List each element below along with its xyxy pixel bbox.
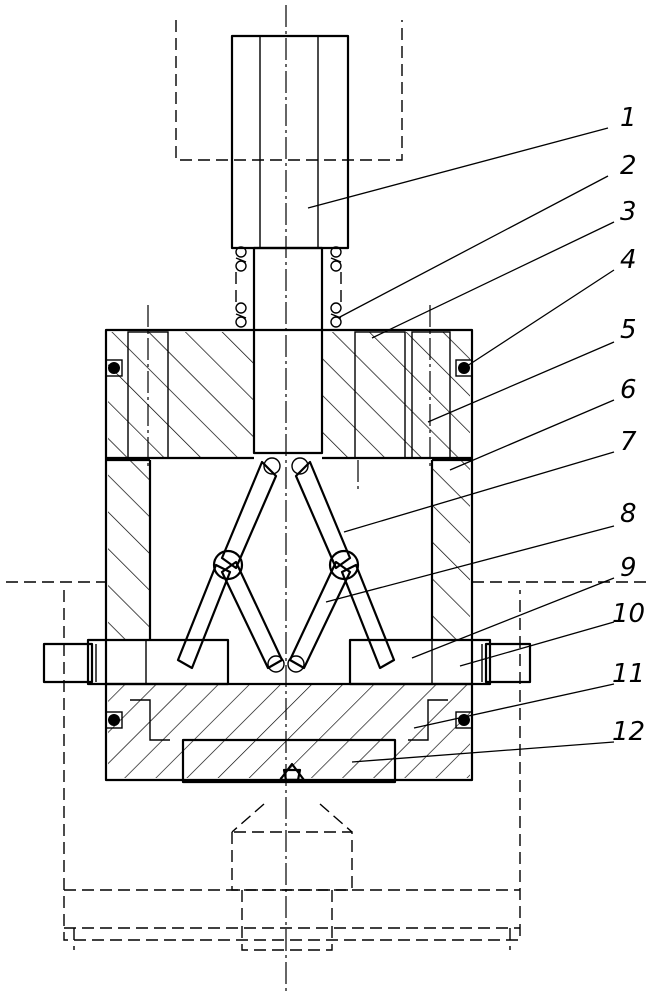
- toggle-linkage: [176, 457, 396, 673]
- callout-12: 12: [612, 717, 645, 747]
- callout-7: 7: [620, 427, 637, 457]
- punch-head: [278, 762, 306, 782]
- spring-coils: [235, 246, 342, 328]
- upper-frame-outline: [175, 20, 403, 161]
- lower-frame-outline: [6, 581, 650, 951]
- leader-lines: [307, 127, 615, 763]
- callout-11: 11: [612, 659, 645, 689]
- callout-9: 9: [620, 553, 637, 583]
- callout-1: 1: [620, 103, 637, 133]
- callout-6: 6: [620, 375, 637, 405]
- callout-5: 5: [620, 315, 637, 345]
- callout-2: 2: [620, 151, 637, 181]
- slides-and-pins: [42, 638, 532, 686]
- callout-8: 8: [620, 499, 637, 529]
- callout-labels: 1 2 3 4 5 6 7 8 9 10 11 12: [612, 103, 645, 747]
- callout-4: 4: [620, 245, 637, 275]
- lower-seat: [106, 682, 472, 784]
- top-cover: [106, 305, 472, 490]
- callout-3: 3: [620, 197, 637, 227]
- callout-10: 10: [612, 599, 645, 629]
